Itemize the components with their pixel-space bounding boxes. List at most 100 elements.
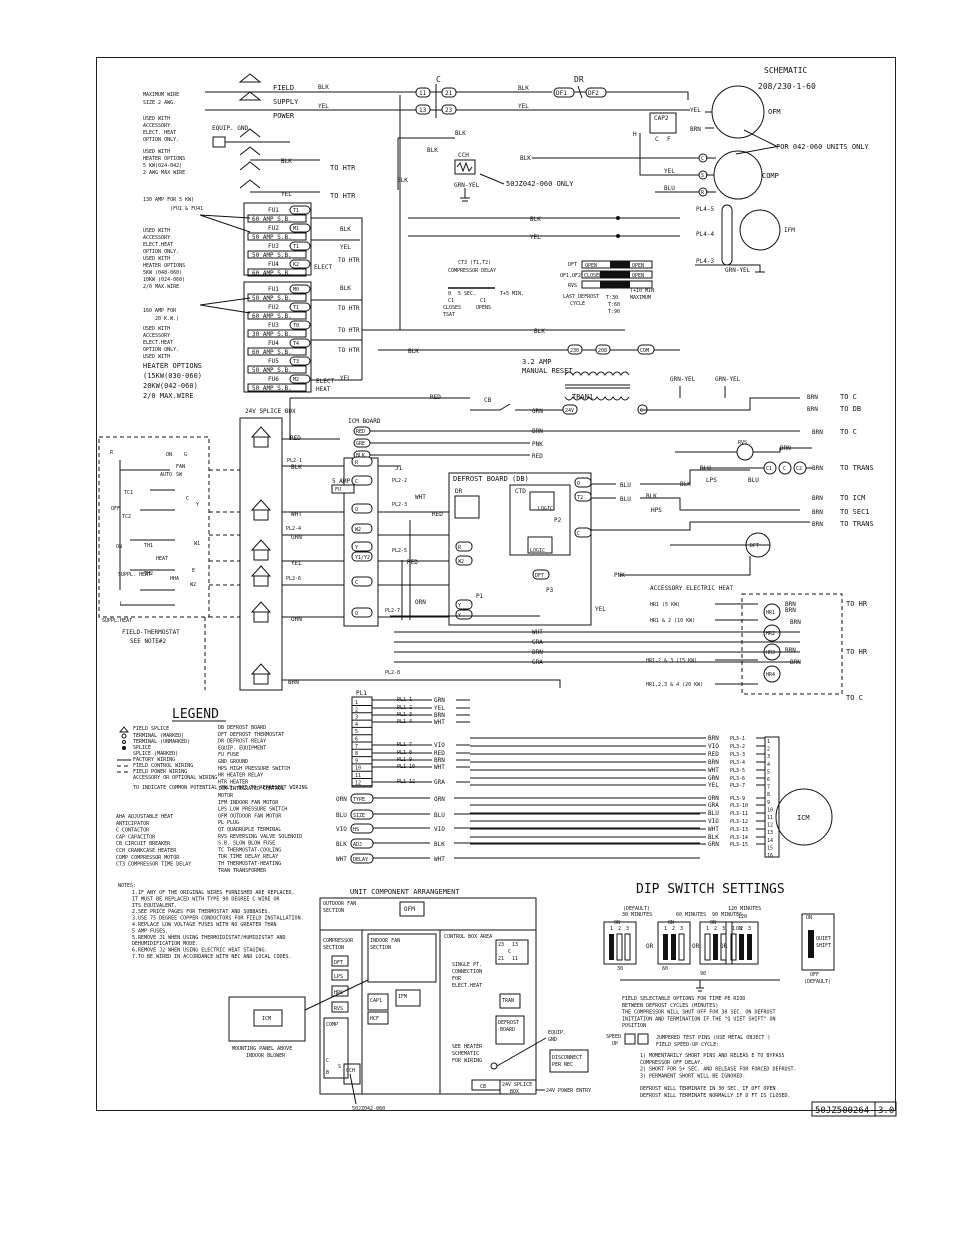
svg-text:0: 0: [448, 291, 451, 297]
defrost-board-terminal-label: R: [458, 545, 462, 551]
svg-text:ICM: ICM: [262, 1016, 271, 1022]
pl3-number: 6: [767, 777, 770, 783]
fuse-terminal-label: T1: [293, 244, 299, 250]
svg-text:LPS: LPS: [706, 477, 717, 484]
pl3-wire: RED: [708, 751, 719, 758]
svg-text:ORN: ORN: [291, 616, 302, 623]
pl1-tap-wire-right: BLK: [434, 841, 445, 848]
svg-text:OF1,OF2: OF1,OF2: [560, 273, 581, 279]
svg-text:21: 21: [445, 90, 453, 97]
svg-text:BLK: BLK: [518, 85, 529, 92]
legend-abbr: ANTICIPATOR: [116, 821, 150, 827]
fuse-body: [247, 293, 307, 302]
test-pin[interactable]: [637, 1033, 649, 1045]
see-heater-note: SEE HEATER SCHEMATIC FOR WIRING: [452, 1044, 483, 1064]
dip-num: 30: [617, 966, 623, 972]
svg-text:FU: FU: [335, 487, 341, 493]
pl1-tap-wire: WHT: [336, 856, 347, 863]
svg-text:TO HR: TO HR: [846, 648, 868, 656]
dip-text-line: INITIATION AND TERMINATION IF THE "Q UIE…: [622, 1016, 776, 1022]
fuse-body: [247, 383, 307, 392]
legend-symbol-label: TERMINAL (MARKED): [133, 733, 184, 739]
fuse-body: [247, 329, 307, 338]
svg-text:MANUAL RESET: MANUAL RESET: [522, 367, 573, 375]
splice-icon: [250, 499, 272, 511]
fuse-block-2: [243, 281, 312, 393]
dip-pos: 1: [664, 926, 667, 932]
pl3-pin: PL3-12: [730, 819, 748, 825]
fuse-terminal-label: T3: [293, 359, 299, 365]
fuse-name: FU4: [268, 261, 279, 268]
svg-text:ENERGIZED: ENERGIZED: [602, 283, 629, 289]
svg-text:CLOSES: CLOSES: [443, 305, 461, 311]
svg-text:OPENS: OPENS: [476, 305, 491, 311]
svg-text:USED WITH: USED WITH: [143, 326, 170, 332]
pl1-pin: 4: [355, 722, 358, 728]
svg-text:BLK: BLK: [397, 177, 408, 184]
dip-pos: 1: [706, 926, 709, 932]
dip-option: 90 MINUTES: [712, 912, 742, 918]
svg-text:USED WITH: USED WITH: [143, 116, 170, 122]
svg-text:WHT: WHT: [532, 629, 543, 636]
svg-text:HEATER OPTIONS: HEATER OPTIONS: [143, 156, 185, 162]
svg-text:BLK: BLK: [340, 285, 351, 292]
svg-text:BLK: BLK: [455, 130, 466, 137]
dr-contacts: DF1 DF2: [553, 85, 607, 99]
pl2-plug-label: PL2-1: [287, 458, 302, 464]
pl3-wire: GRN: [708, 841, 719, 848]
svg-text:SEE NOTE#2: SEE NOTE#2: [130, 638, 167, 645]
svg-text:FOR WIRING: FOR WIRING: [452, 1058, 482, 1064]
svg-text:24V POWER ENTRY: 24V POWER ENTRY: [546, 1088, 591, 1094]
fuse-terminal: [289, 284, 311, 294]
svg-text:BRN: BRN: [288, 679, 299, 686]
fuse-rating: 50 AMP S.B.: [252, 385, 292, 392]
legend-abbr: CAP CAPACITOR: [116, 834, 156, 840]
svg-text:PL4-5: PL4-5: [696, 206, 714, 213]
icm-board-label: ICM BOARD: [348, 418, 381, 425]
dip-switch: [725, 921, 759, 965]
component-label: RVS: [334, 1006, 343, 1012]
svg-text:BLK: BLK: [408, 348, 419, 355]
splice-box-label: 24V SPLICE BOX: [245, 408, 296, 415]
svg-text:GRA: GRA: [532, 639, 543, 646]
svg-text:BLK: BLK: [340, 226, 351, 233]
pl3-wire: VIO: [708, 818, 719, 825]
pl3-wire: BRN: [708, 759, 719, 766]
svg-text:BOARD: BOARD: [500, 1027, 515, 1033]
dip-pos: 3: [680, 926, 683, 932]
defrost-board-terminal-label: C: [577, 531, 580, 537]
pl3-wire: BLK: [708, 834, 719, 841]
thermostat-label: E: [192, 568, 195, 574]
svg-text:GRN-YEL: GRN-YEL: [715, 376, 741, 383]
heat-box: [741, 593, 843, 695]
svg-text:23: 23: [445, 107, 453, 114]
component-label: CCH: [346, 1068, 355, 1074]
ofm-motor: [711, 85, 765, 139]
svg-text:OPEN: OPEN: [585, 263, 597, 269]
svg-text:BLK: BLK: [520, 155, 531, 162]
pl1-tap-label: ADJ: [353, 842, 362, 848]
svg-text:ELECT.HEAT: ELECT.HEAT: [143, 242, 173, 248]
fuse-body: [247, 311, 307, 320]
dip-on: ON: [710, 920, 716, 926]
svg-text:YEL: YEL: [518, 103, 529, 110]
svg-text:C1: C1: [480, 298, 486, 304]
dip-text-line: THE COMPRESSOR WILL SHUT OFF FOR 30 SEC.…: [622, 1010, 776, 1016]
splice-icon: [250, 539, 272, 551]
test-pin[interactable]: [624, 1033, 636, 1045]
defrost-board-terminal: [574, 491, 592, 502]
thermostat-label: ON: [116, 544, 122, 550]
accessory-note-1: USED WITH ACCESSORY ELECT. HEAT OPTION O…: [143, 116, 179, 143]
svg-text:DF1: DF1: [556, 90, 567, 97]
defrost-board-terminal: [574, 527, 592, 538]
dip-option: 120 MINUTES: [728, 906, 761, 912]
svg-text:ELECT: ELECT: [314, 264, 332, 271]
svg-text:HEAT: HEAT: [316, 386, 331, 393]
pl1-pin: 3: [355, 715, 358, 721]
pl1-pin: 8: [355, 751, 358, 757]
amp-160-note: 160 AMP FOR 20 K.W.): [143, 308, 179, 322]
svg-text:S: S: [701, 173, 704, 179]
pl2-plug-label: PL2-7: [385, 608, 400, 614]
